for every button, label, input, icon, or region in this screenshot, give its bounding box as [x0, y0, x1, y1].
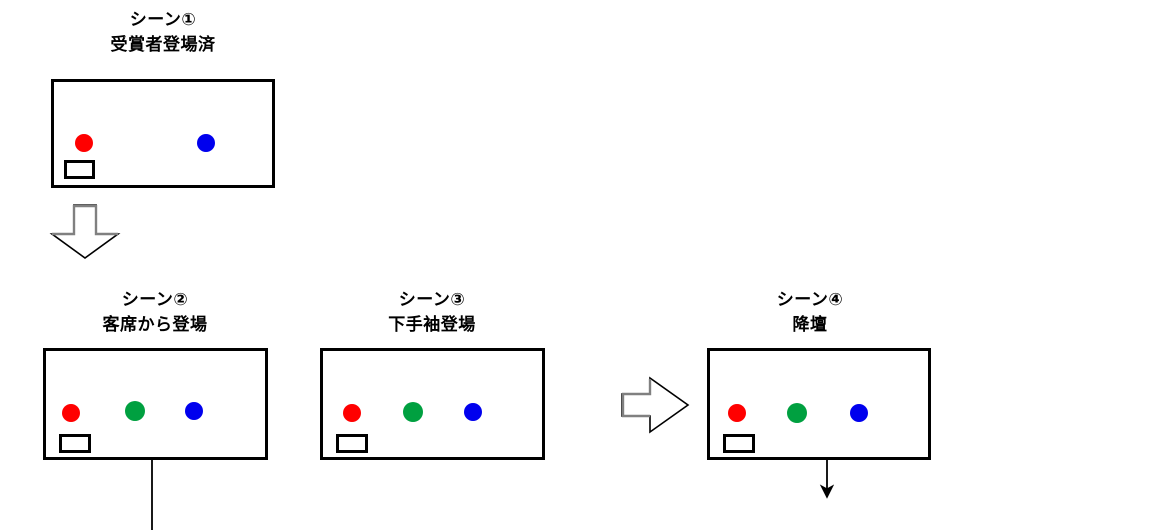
scene-2-label: シーン② 客席から登場 [55, 288, 255, 337]
scene-4-label: シーン④ 降壇 [710, 288, 910, 337]
scene-3-label: シーン③ 下手袖登場 [332, 288, 532, 337]
scene-1-podium [64, 160, 95, 179]
scene-3-red-dot [343, 404, 361, 422]
scene-1-number: シーン① [129, 10, 197, 29]
scene-2-podium [59, 434, 91, 453]
scene-4-green-dot [787, 403, 807, 423]
scene-3-stage-box [320, 348, 545, 460]
scene-3-blue-dot [464, 403, 482, 421]
scene-3-description: 下手袖登場 [388, 314, 476, 334]
scene-1-red-dot [75, 134, 93, 152]
scene-4-red-dot [728, 404, 746, 422]
scene-1-label: シーン① 受賞者登場済 [63, 8, 263, 57]
scene-3-podium [336, 434, 368, 453]
scene-2-description: 客席から登場 [102, 314, 208, 334]
scene-3-number: シーン③ [398, 290, 466, 309]
scene-3-green-dot [403, 402, 423, 422]
scene-1-blue-dot [197, 134, 215, 152]
scene-4-podium [723, 434, 755, 453]
scene-4-stage-box [707, 348, 931, 460]
scene-2-red-dot [62, 404, 80, 422]
scene-2-number: シーン② [121, 290, 189, 309]
block-arrow-down-icon [49, 204, 121, 259]
scene-4-number: シーン④ [776, 290, 844, 309]
scene-2-stage-box [43, 348, 268, 460]
scene-4-description: 降壇 [792, 314, 828, 334]
scene-1-stage-box [51, 79, 275, 188]
scene-1-description: 受賞者登場済 [110, 34, 216, 54]
block-arrow-right-icon [621, 376, 690, 434]
scene-2-green-dot [125, 401, 145, 421]
scene-2-blue-dot [185, 402, 203, 420]
scene-4-blue-dot [850, 404, 868, 422]
